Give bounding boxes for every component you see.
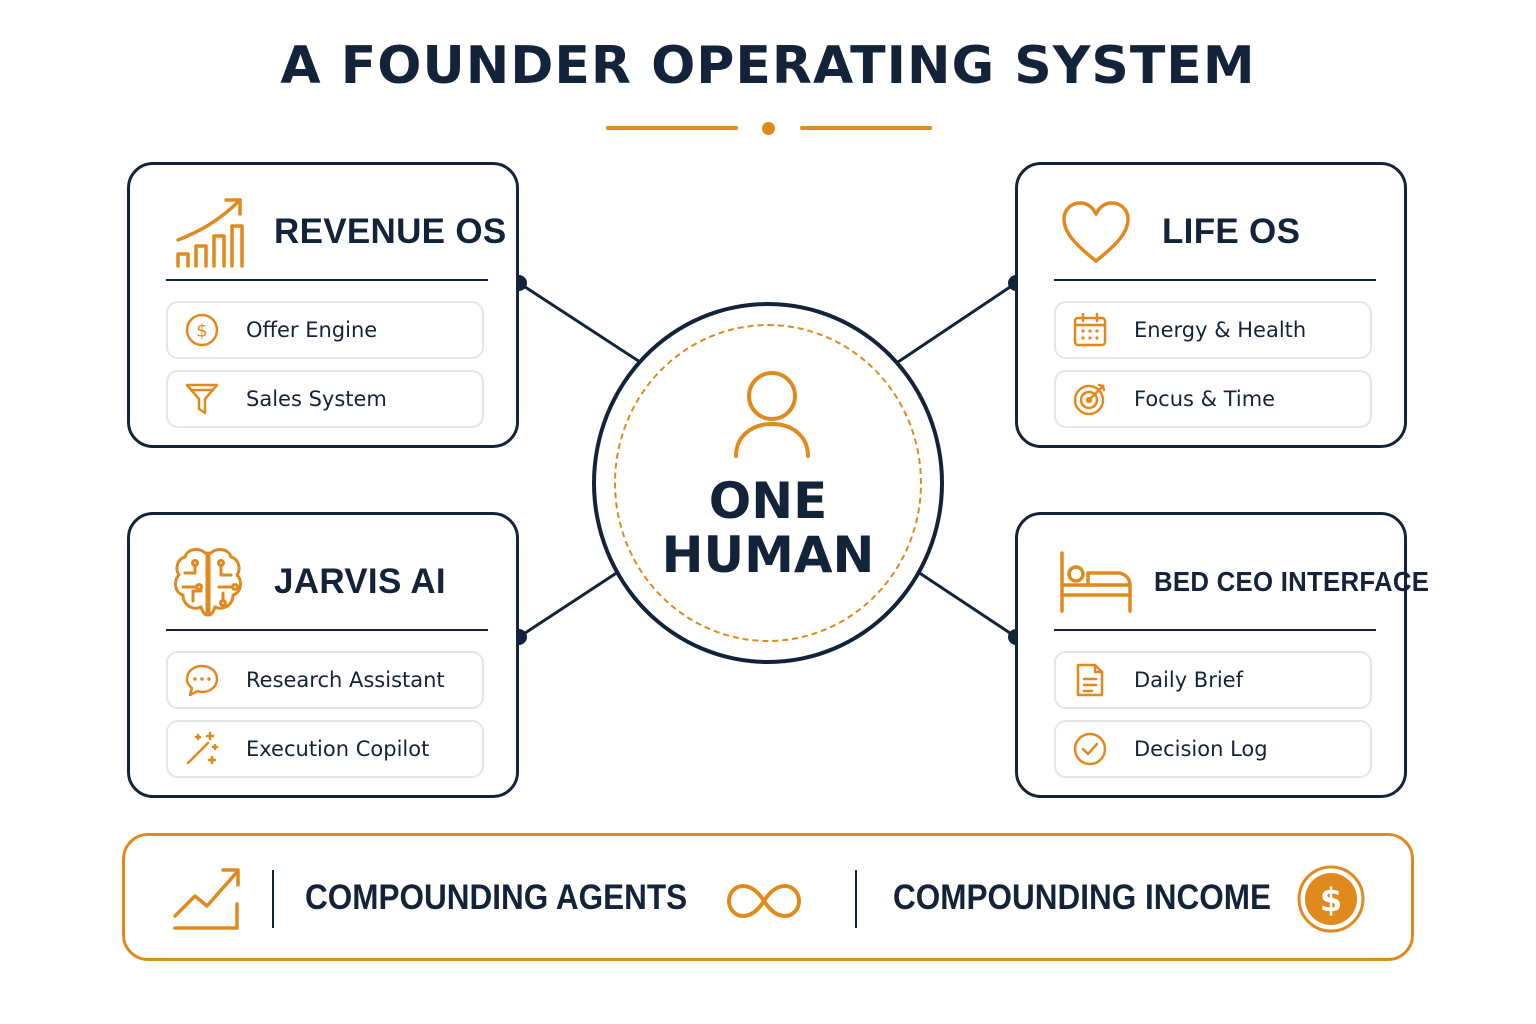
- card-life-os: LIFE OS Energy & Health: [1015, 162, 1407, 448]
- svg-text:$: $: [196, 321, 207, 342]
- compounding-banner: COMPOUNDING AGENTS COMPOUNDING INCOME $: [122, 833, 1414, 961]
- dollar-circle-icon: $: [184, 312, 220, 348]
- title-rule-right: [800, 126, 932, 130]
- person-icon: [734, 371, 810, 458]
- title-rule-left: [606, 126, 738, 130]
- banner-separator: [855, 870, 857, 928]
- item-label: Execution Copilot: [246, 737, 430, 761]
- heart-icon: [1054, 190, 1138, 274]
- banner-left-text: COMPOUNDING AGENTS: [305, 878, 688, 917]
- item-label: Research Assistant: [246, 668, 445, 692]
- funnel-icon: [184, 381, 220, 417]
- document-icon: [1072, 662, 1108, 698]
- item-research-assistant[interactable]: Research Assistant: [166, 651, 484, 709]
- card-jarvis-ai: JARVIS AI Research Assistant Execution C…: [127, 512, 519, 798]
- item-execution-copilot[interactable]: Execution Copilot: [166, 720, 484, 778]
- bed-icon: [1054, 540, 1138, 624]
- svg-text:$: $: [1320, 881, 1342, 919]
- card-divider: [166, 279, 488, 281]
- hub-title-line1: ONE: [708, 472, 828, 530]
- item-offer-engine[interactable]: $ Offer Engine: [166, 301, 484, 359]
- card-title: LIFE OS: [1162, 212, 1301, 251]
- item-energy-health[interactable]: Energy & Health: [1054, 301, 1372, 359]
- item-decision-log[interactable]: Decision Log: [1054, 720, 1372, 778]
- dollar-coin-icon: $: [1297, 865, 1365, 933]
- magic-wand-icon: [184, 731, 220, 767]
- growth-chart-icon: [166, 190, 250, 274]
- item-label: Decision Log: [1134, 737, 1268, 761]
- item-label: Offer Engine: [246, 318, 378, 342]
- target-icon: [1072, 381, 1108, 417]
- card-divider: [1054, 279, 1376, 281]
- item-label: Sales System: [246, 387, 387, 411]
- hub-title-line2: HUMAN: [661, 526, 875, 584]
- page-title: A FOUNDER OPERATING SYSTEM: [280, 36, 1256, 96]
- item-focus-time[interactable]: Focus & Time: [1054, 370, 1372, 428]
- card-divider: [166, 629, 488, 631]
- banner-separator: [272, 870, 274, 928]
- infinity-icon: [726, 883, 802, 919]
- trend-up-icon: [173, 868, 240, 930]
- item-label: Daily Brief: [1134, 668, 1243, 692]
- brain-circuit-icon: [166, 540, 250, 624]
- card-divider: [1054, 629, 1376, 631]
- item-label: Energy & Health: [1134, 318, 1307, 342]
- chat-bubble-icon: [184, 662, 220, 698]
- hub-one-human: ONE HUMAN: [592, 302, 944, 664]
- calendar-icon: [1072, 312, 1108, 348]
- card-title: REVENUE OS: [274, 212, 507, 251]
- title-dot: [762, 122, 775, 135]
- item-sales-system[interactable]: Sales System: [166, 370, 484, 428]
- card-bed-ceo-interface: BED CEO INTERFACE Daily Brief Decision L…: [1015, 512, 1429, 798]
- hub-dashed-ring: [614, 324, 922, 642]
- card-title: BED CEO INTERFACE: [1154, 566, 1430, 597]
- item-daily-brief[interactable]: Daily Brief: [1054, 651, 1372, 709]
- banner-right-text: COMPOUNDING INCOME: [893, 878, 1271, 917]
- card-revenue-os: REVENUE OS $ Offer Engine Sales System: [127, 162, 519, 448]
- card-title: JARVIS AI: [274, 562, 446, 601]
- check-circle-icon: [1072, 731, 1108, 767]
- item-label: Focus & Time: [1134, 387, 1276, 411]
